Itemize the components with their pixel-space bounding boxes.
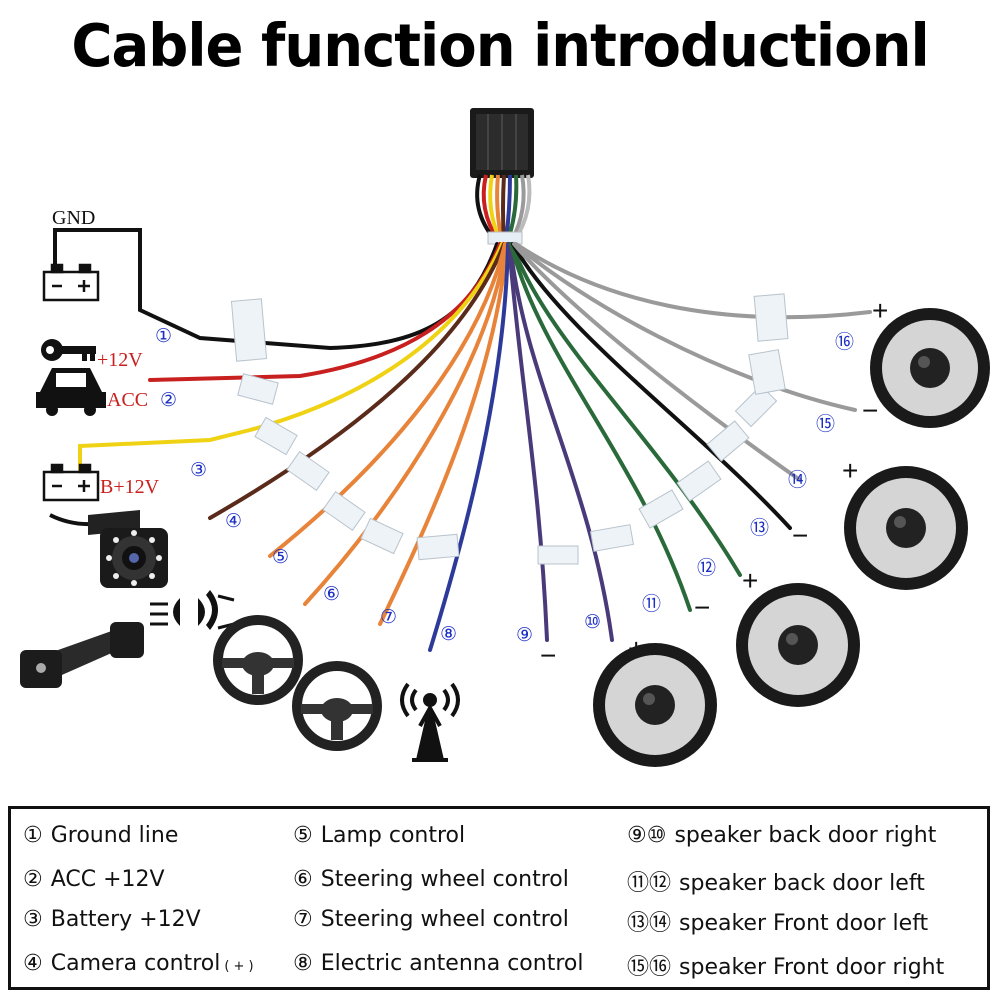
speaker-icon-1 (593, 643, 717, 767)
battery-icon-2 (42, 463, 100, 502)
minus-11: − (694, 592, 710, 623)
wire-label-14: ⑭ (788, 469, 807, 491)
wire-15-speaker (513, 242, 857, 412)
wire-label-1: ① (155, 326, 172, 347)
wire-label-11: ⑪ (642, 593, 661, 615)
light-switch-icon (20, 622, 144, 688)
steering-wheel-icon-2 (292, 661, 382, 751)
wire-14-speaker (512, 242, 802, 482)
wire-4-camera (208, 242, 506, 520)
wiring-diagram: ① ② ③ ④ ⑤ ⑥ ⑦ ⑧ ⑨ ⑩ ⑪ ⑫ ⑬ ⑭ ⑮ ⑯ + − + − … (20, 108, 990, 767)
steering-wheel-icon-1 (213, 615, 303, 705)
polarity-marks: + − + − + − + − (540, 295, 888, 671)
wire-6-steering (303, 242, 508, 606)
wire-tags (230, 293, 789, 565)
headlight-icon (150, 590, 235, 630)
wire-7-steering (378, 242, 509, 626)
wire-label-13: ⑬ (750, 517, 769, 539)
plus-16: + (872, 295, 888, 326)
wire-bundle (475, 174, 532, 242)
acc-label: ACC (107, 389, 148, 411)
page-title: Cable function introductionl (71, 12, 929, 81)
minus-13: − (792, 520, 808, 551)
wire-8-antenna (428, 242, 510, 652)
wire-13-speaker (511, 242, 792, 530)
battery-icon (42, 263, 100, 302)
wire-16-speaker (514, 242, 872, 320)
wire-label-2: ② (160, 390, 177, 411)
wire-label-5: ⑤ (272, 547, 289, 568)
wire-5-lamp (268, 242, 507, 558)
acc-voltage-label: +12V (97, 349, 143, 371)
wire-3-battery (78, 242, 504, 472)
wire-12-speaker (510, 242, 742, 577)
speaker-icon-2 (736, 583, 860, 707)
wire-label-6: ⑥ (323, 584, 340, 605)
minus-15: − (862, 395, 878, 426)
wire-2-acc (148, 242, 502, 382)
wire-11-speaker (509, 242, 692, 612)
camera-icon (49, 510, 168, 588)
minus-9: − (540, 640, 556, 671)
wire-label-9: ⑨ (516, 625, 533, 646)
wire-label-3: ③ (190, 460, 207, 481)
car-icon (36, 368, 106, 416)
wire-label-16: ⑯ (835, 331, 854, 353)
wire-label-8: ⑧ (440, 624, 457, 645)
gnd-label: GND (52, 207, 95, 229)
wire-label-7: ⑦ (380, 607, 397, 628)
key-icon (41, 339, 96, 361)
plus-14: + (842, 455, 858, 486)
connector-plug (470, 108, 534, 178)
wire-label-15: ⑮ (816, 413, 835, 435)
wire-label-10: ⑩ (584, 612, 601, 633)
speaker-icon-4 (870, 308, 990, 428)
wire-number-labels: ① ② ③ ④ ⑤ ⑥ ⑦ ⑧ ⑨ ⑩ ⑪ ⑫ ⑬ ⑭ ⑮ ⑯ (155, 326, 854, 646)
speaker-icon-3 (844, 466, 968, 590)
wire-label-12: ⑫ (697, 557, 716, 579)
wires (53, 228, 872, 652)
wire-label-4: ④ (225, 511, 242, 532)
wire-9-speaker (507, 242, 549, 642)
battery-label: B+12V (100, 476, 160, 498)
plus-12: + (742, 565, 758, 596)
wire-10-speaker (508, 242, 614, 642)
antenna-icon (400, 682, 460, 762)
